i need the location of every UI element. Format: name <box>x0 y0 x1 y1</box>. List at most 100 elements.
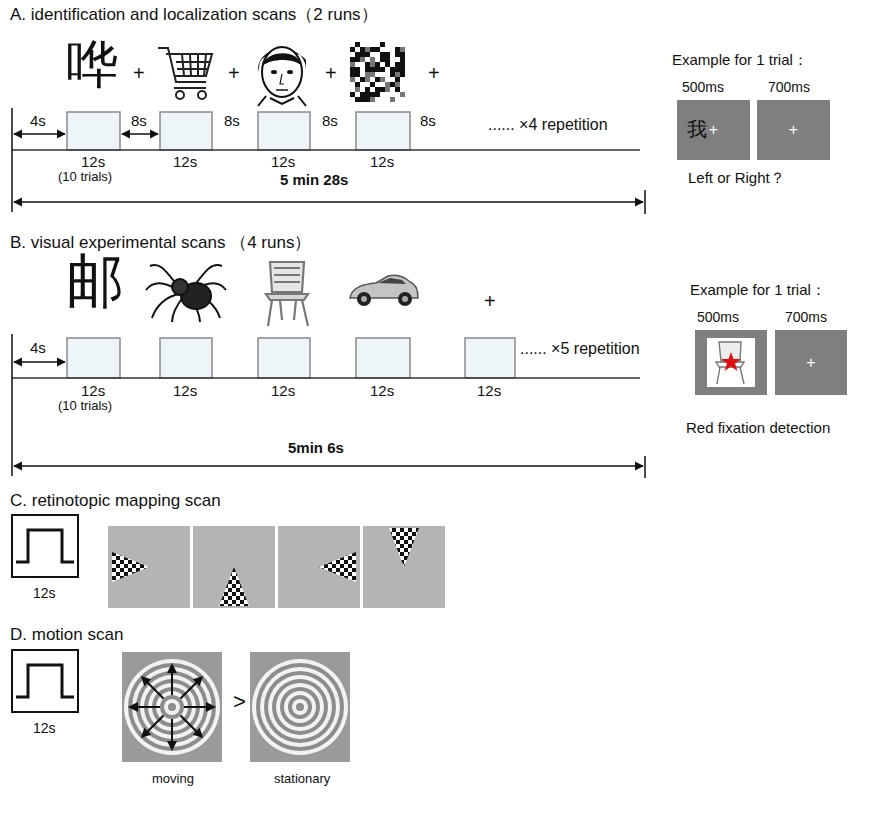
ring <box>256 663 344 751</box>
noise-cell <box>385 62 390 67</box>
noise-cell <box>350 62 355 67</box>
noise-cell <box>375 87 380 92</box>
noise-cell <box>355 97 360 102</box>
noise-cell <box>360 47 365 52</box>
noise-cell <box>365 52 370 57</box>
noise-cell <box>370 72 375 77</box>
noise-cell <box>365 82 370 87</box>
noise-cell <box>355 77 360 82</box>
ring <box>252 659 348 755</box>
duration-label: 12s <box>33 586 56 601</box>
noise-cell <box>400 67 405 72</box>
noise-cell <box>370 97 375 102</box>
noise-cell <box>400 57 405 62</box>
stimulus-character: 邮 <box>66 252 124 310</box>
noise-cell <box>390 87 395 92</box>
noise-cell <box>350 42 355 47</box>
duration-label: 12s <box>370 154 394 171</box>
duration-label: 12s <box>477 383 501 400</box>
noise-cell <box>365 42 370 47</box>
noise-cell <box>400 52 405 57</box>
noise-cell <box>355 62 360 67</box>
noise-cell <box>400 87 405 92</box>
noise-cell <box>365 92 370 97</box>
noise-cell <box>355 47 360 52</box>
noise-cell <box>350 97 355 102</box>
noise-cell <box>370 77 375 82</box>
block-icon <box>12 650 78 712</box>
noise-cell <box>375 57 380 62</box>
noise-cell <box>395 87 400 92</box>
ring <box>276 683 324 731</box>
motion-arrow <box>130 706 160 708</box>
noise-cell <box>375 52 380 57</box>
noise-cell <box>390 62 395 67</box>
noise-cell <box>390 47 395 52</box>
noise-cell <box>380 82 385 87</box>
noise-cell <box>385 42 390 47</box>
ring <box>268 675 332 739</box>
noise-cell <box>390 52 395 57</box>
noise-cell <box>375 67 380 72</box>
noise-cell <box>380 57 385 62</box>
timeline-tick <box>12 334 645 478</box>
noise-cell <box>365 57 370 62</box>
noise-cell <box>355 42 360 47</box>
noise-cell <box>365 97 370 102</box>
fixation-cross: + <box>228 62 240 84</box>
cart-icon <box>158 48 212 99</box>
noise-cell <box>390 42 395 47</box>
noise-cell <box>360 42 365 47</box>
noise-cell <box>375 82 380 87</box>
duration-label: 12s <box>81 383 105 400</box>
noise-cell <box>350 67 355 72</box>
duration-label: 8s <box>420 113 436 130</box>
noise-cell <box>355 87 360 92</box>
comparison-symbol: > <box>233 690 246 714</box>
motion-arrow <box>180 715 201 736</box>
motion-arrow <box>142 677 163 698</box>
noise-cell <box>390 92 395 97</box>
noise-cell <box>385 57 390 62</box>
noise-cell <box>390 57 395 62</box>
ring <box>284 691 316 723</box>
duration-label: 500ms <box>682 80 724 95</box>
duration-label: 4s <box>30 340 46 357</box>
noise-cell <box>370 42 375 47</box>
total-duration: 5min 6s <box>288 440 344 457</box>
noise-cell <box>375 42 380 47</box>
noise-cell <box>360 87 365 92</box>
ring <box>288 695 312 719</box>
noise-cell <box>375 77 380 82</box>
noise-cell <box>390 72 395 77</box>
interval-arrows <box>14 362 643 466</box>
noise-cell <box>360 62 365 67</box>
duration-label: 4s <box>30 113 46 130</box>
noise-cell <box>380 77 385 82</box>
noise-cell <box>380 97 385 102</box>
chair-icon <box>266 262 308 326</box>
condition-label: moving <box>152 772 194 786</box>
noise-cell <box>395 57 400 62</box>
trial-frame-image <box>695 330 767 395</box>
noise-cell <box>385 82 390 87</box>
fixation-cross: + <box>325 62 337 84</box>
noise-cell <box>380 42 385 47</box>
trial-frame: 我+ <box>677 100 750 160</box>
noise-cell <box>385 72 390 77</box>
ring <box>296 703 304 711</box>
ring <box>160 695 184 719</box>
noise-cell <box>370 82 375 87</box>
noise-cell <box>350 87 355 92</box>
noise-cell <box>400 92 405 97</box>
noise-cell <box>370 92 375 97</box>
noise-cell <box>395 72 400 77</box>
task-label: Red fixation detection <box>686 420 830 437</box>
ring-stimuli <box>122 652 350 762</box>
noise-cell <box>395 77 400 82</box>
ring <box>264 671 336 743</box>
ring <box>272 679 328 735</box>
timeline-line <box>12 377 640 379</box>
noise-cell <box>385 87 390 92</box>
noise-cell <box>360 57 365 62</box>
